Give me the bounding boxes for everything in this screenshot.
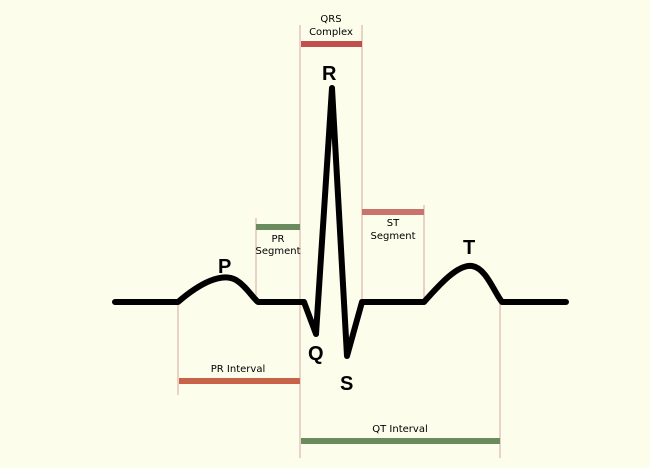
s-wave-label: S xyxy=(340,373,353,395)
st-segment-bar xyxy=(362,209,424,215)
pr-interval-bar xyxy=(179,378,300,384)
st-segment-label-line2: Segment xyxy=(371,231,416,242)
qrs-complex-label-line1: QRS xyxy=(320,14,341,25)
qt-interval-bar xyxy=(301,438,500,444)
qrs-complex-bar xyxy=(301,41,362,47)
pr-segment-label-line2: Segment xyxy=(256,246,301,257)
pr-interval-label: PR Interval xyxy=(211,364,265,375)
ecg-trace xyxy=(112,85,569,359)
q-wave-label: Q xyxy=(308,343,324,365)
r-wave-label: R xyxy=(322,63,337,85)
t-wave-label: T xyxy=(463,237,475,259)
pr-segment-bar xyxy=(256,224,300,230)
qt-interval-label: QT Interval xyxy=(372,424,427,435)
pr-segment-label-line1: PR xyxy=(272,234,285,245)
st-segment-label-line1: ST xyxy=(387,218,400,229)
qrs-complex-label-line2: Complex xyxy=(309,27,353,38)
p-wave-label: P xyxy=(218,256,231,278)
